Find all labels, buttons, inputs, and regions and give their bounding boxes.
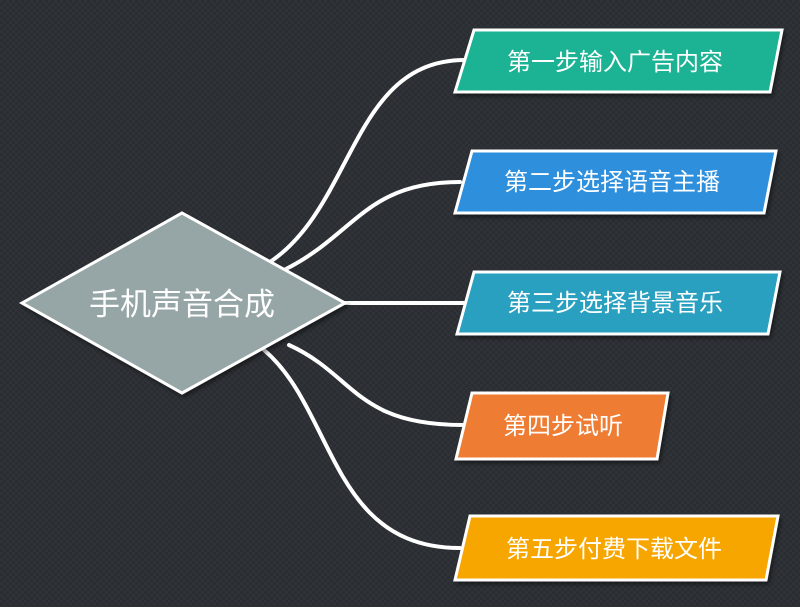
connector-step-1 — [268, 58, 467, 264]
step-3-label: 第三步选择背景音乐 — [507, 289, 723, 317]
step-5-shape — [453, 514, 780, 582]
step-4-label: 第四步试听 — [503, 412, 623, 440]
step-1-shape — [452, 28, 784, 94]
step-3-shape — [455, 270, 782, 336]
step-2-label: 第二步选择语音主播 — [504, 168, 720, 196]
root-label: 手机声音合成 — [89, 287, 275, 323]
step-2-shape — [453, 149, 778, 215]
connector-step-5 — [262, 348, 462, 550]
step-node-3[interactable]: 第三步选择背景音乐 — [455, 270, 782, 336]
step-node-5[interactable]: 第五步付费下载文件 — [453, 514, 780, 582]
root-diamond-shape — [18, 211, 349, 395]
step-node-1[interactable]: 第一步输入广告内容 — [452, 28, 784, 94]
step-1-label: 第一步输入广告内容 — [507, 48, 723, 76]
step-4-shape — [454, 391, 670, 461]
step-5-label: 第五步付费下载文件 — [506, 535, 722, 563]
connector-step-2 — [282, 180, 462, 272]
step-node-4[interactable]: 第四步试听 — [454, 391, 670, 461]
step-node-2[interactable]: 第二步选择语音主播 — [453, 149, 778, 215]
connectors — [262, 58, 467, 550]
connector-step-4 — [287, 343, 465, 427]
root-node[interactable]: 手机声音合成 — [18, 211, 349, 395]
